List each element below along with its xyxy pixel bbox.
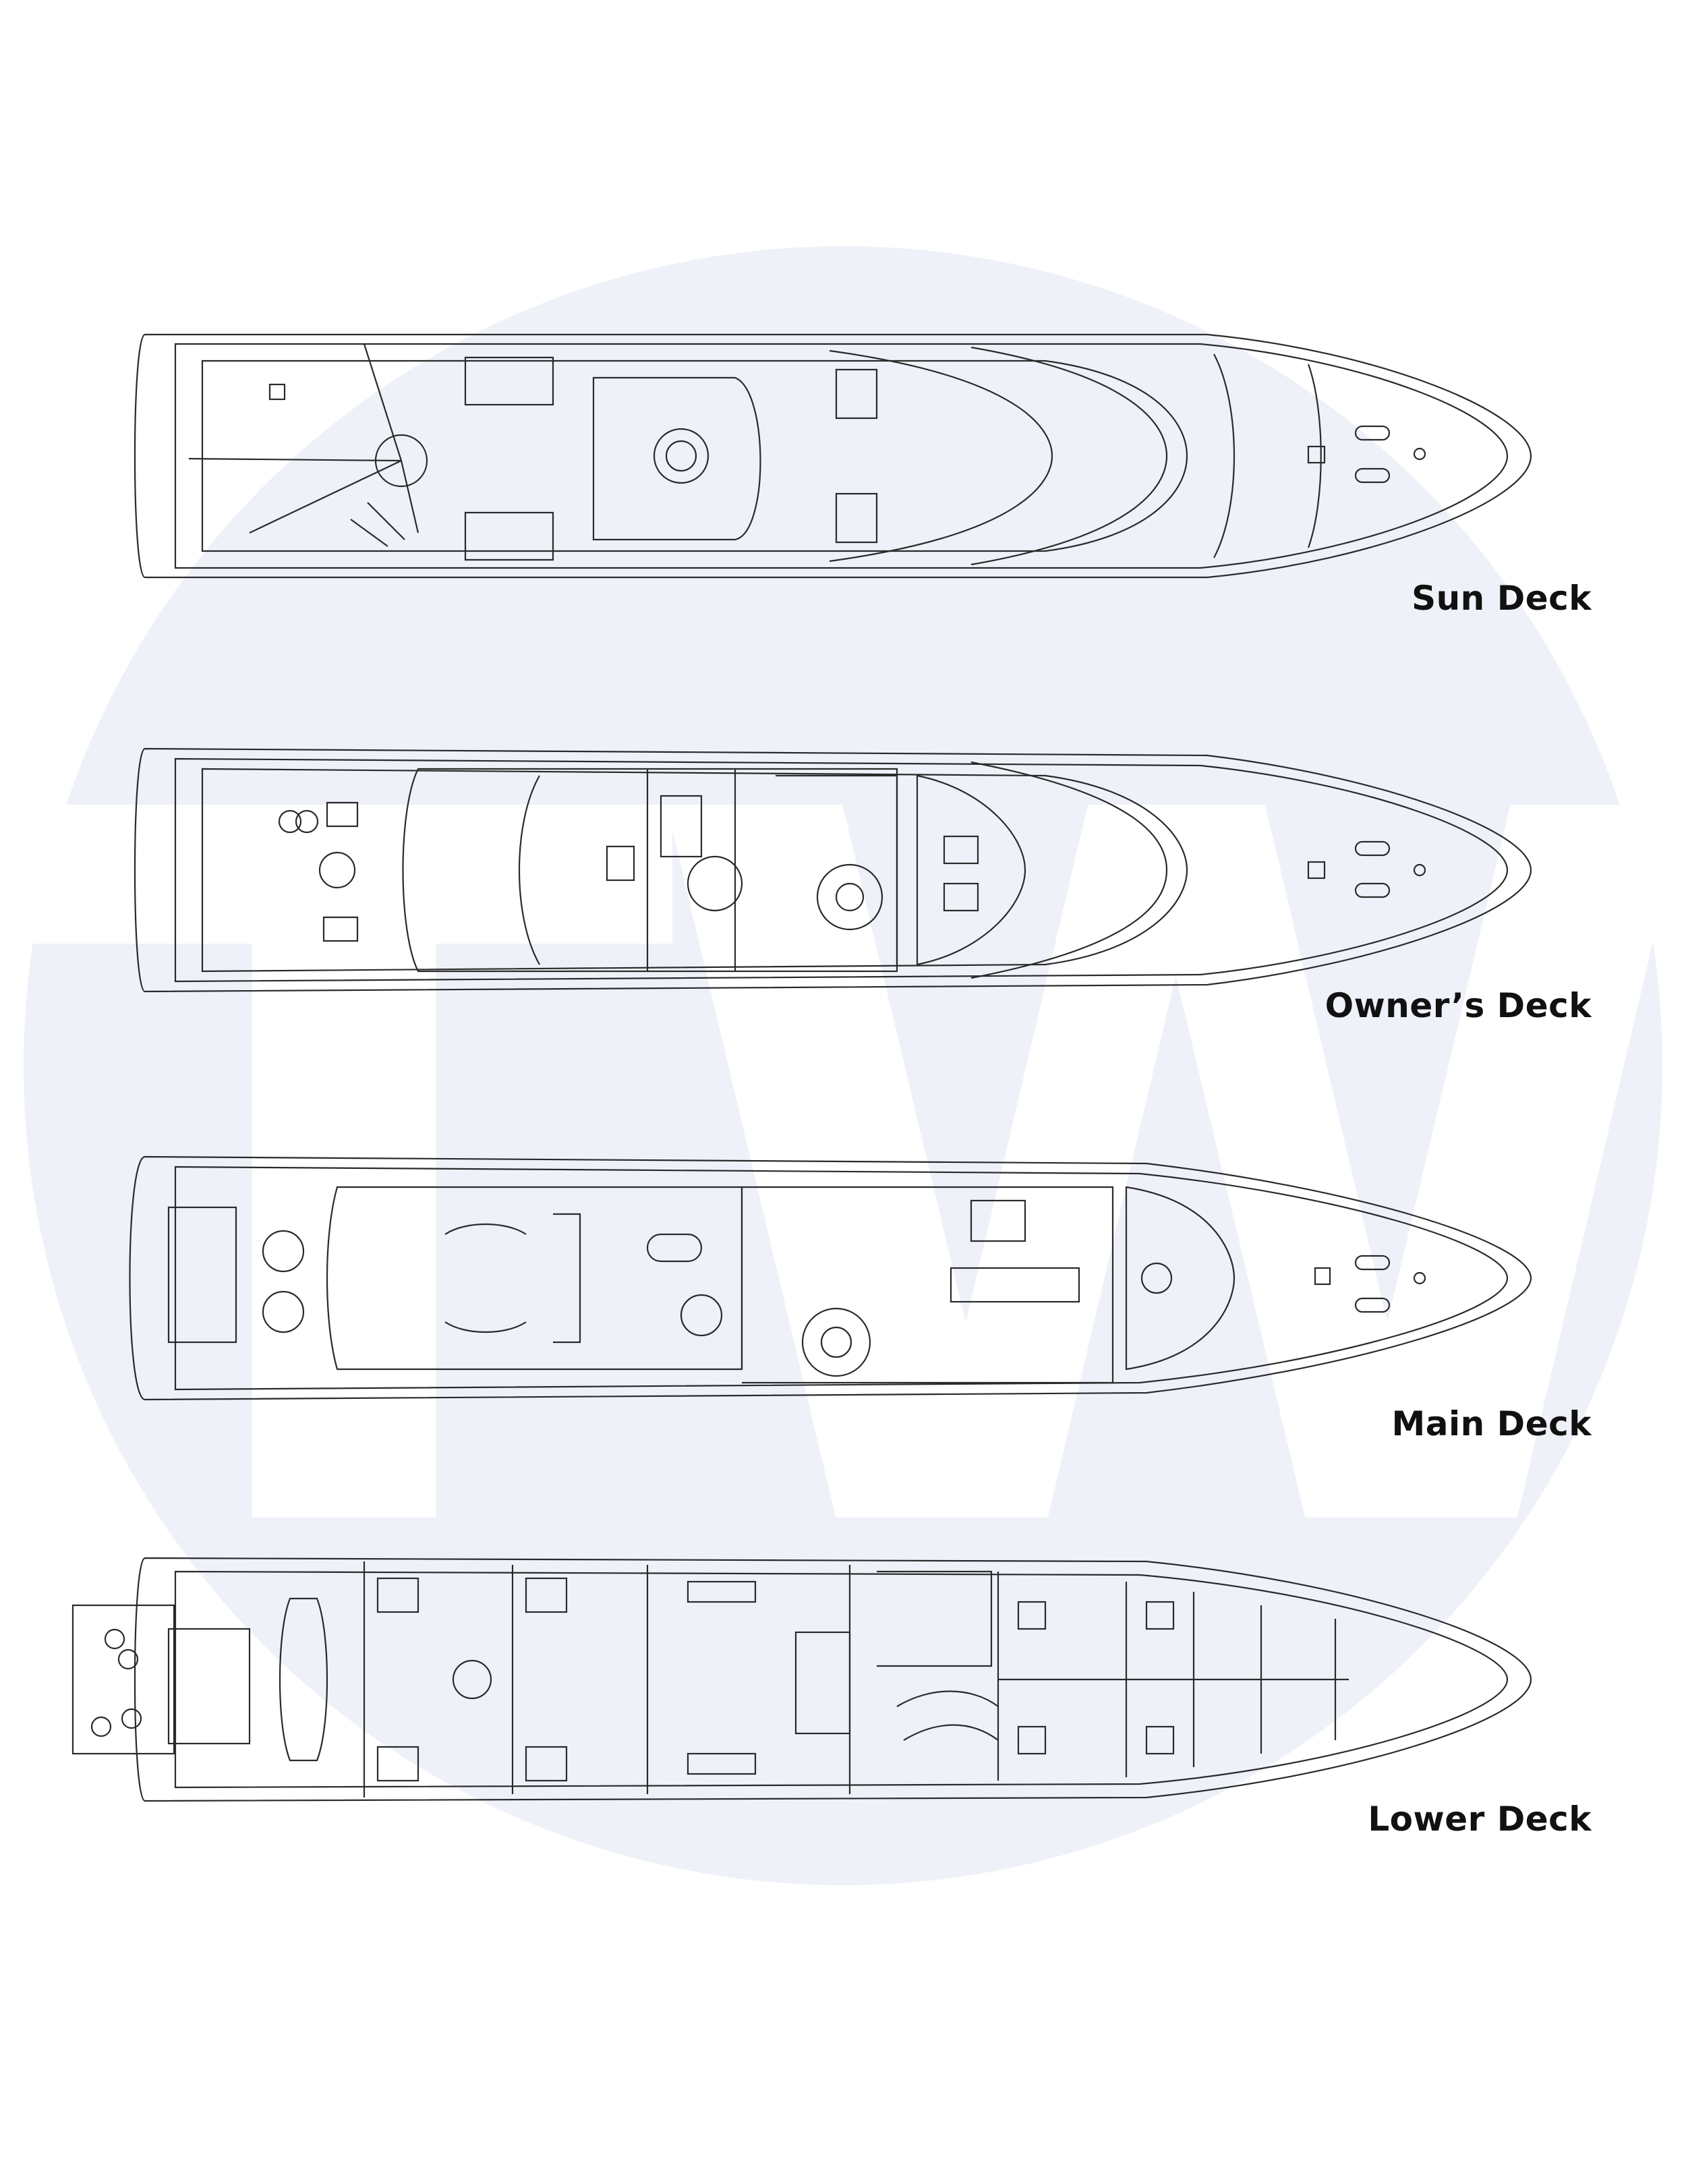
owners-deck-hull xyxy=(134,747,1532,993)
watermark-circle xyxy=(24,246,1662,1885)
main-deck-plan xyxy=(129,1155,1532,1401)
lower-deck-hull xyxy=(134,1557,1532,1802)
watermark-logo-text: TW xyxy=(11,610,1686,1748)
sun-deck-plan xyxy=(134,333,1532,579)
lower-deck-plan xyxy=(71,1557,1532,1802)
main-deck-label: Main Deck xyxy=(1391,1404,1592,1443)
lower-deck-label: Lower Deck xyxy=(1368,1800,1592,1839)
owners-deck-plan xyxy=(134,747,1532,993)
sun-deck-hull xyxy=(134,333,1532,579)
lower-deck-swim-platform xyxy=(71,1604,175,1755)
sun-deck-label: Sun Deck xyxy=(1412,579,1592,618)
watermark: TW xyxy=(11,246,1686,1885)
owners-deck-label: Owner’s Deck xyxy=(1325,986,1592,1025)
main-deck-hull xyxy=(129,1155,1532,1401)
